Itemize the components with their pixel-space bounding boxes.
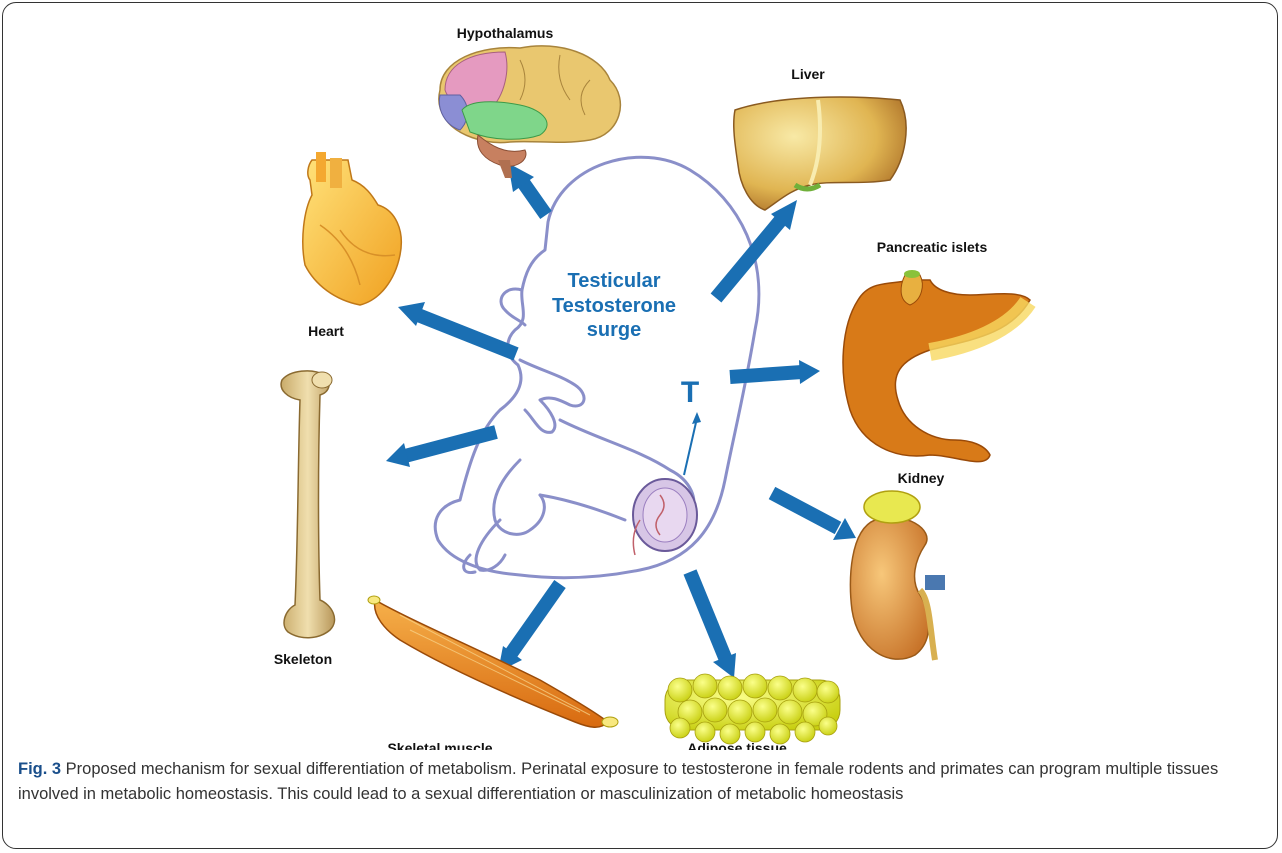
- brain-illustration: [439, 46, 621, 178]
- kidney-illustration: [850, 491, 945, 660]
- label-heart: Heart: [308, 323, 344, 339]
- muscle-illustration: [368, 596, 618, 727]
- liver-illustration: [734, 97, 906, 210]
- center-text-line3: surge: [587, 319, 641, 341]
- label-adipose-tissue: Adipose tissue: [687, 740, 787, 750]
- arrow-to-skeleton: [386, 432, 496, 467]
- arrow-to-heart: [398, 302, 516, 354]
- arrow-to-adipose: [690, 572, 736, 678]
- arrow-to-kidney: [772, 493, 856, 540]
- t-small-arrow: [684, 412, 701, 475]
- figure-number: Fig. 3: [18, 760, 61, 778]
- fetus-illustration: [435, 157, 759, 578]
- label-skeletal-muscle: Skeletal muscle: [387, 740, 492, 750]
- arrow-to-muscle: [498, 584, 560, 672]
- arrows-group: [386, 163, 856, 678]
- label-hypothalamus: Hypothalamus: [457, 25, 554, 41]
- arrow-to-pancreas: [730, 360, 820, 384]
- label-pancreatic-islets: Pancreatic islets: [877, 239, 988, 255]
- arrow-to-liver: [716, 200, 797, 298]
- center-text-line2: Testosterone: [552, 295, 676, 317]
- caption-text: Proposed mechanism for sexual differenti…: [18, 760, 1218, 803]
- arrow-to-hypothalamus: [508, 163, 546, 215]
- diagram: Testicular Testosterone surge T Hypothal…: [0, 0, 1282, 750]
- label-liver: Liver: [791, 66, 825, 82]
- bone-illustration: [281, 371, 334, 638]
- pancreas-illustration: [843, 270, 1030, 462]
- heart-illustration: [303, 152, 401, 305]
- label-kidney: Kidney: [898, 470, 945, 486]
- adipose-illustration: [665, 674, 840, 744]
- testis-illustration: [633, 479, 697, 555]
- figure-caption: Fig. 3 Proposed mechanism for sexual dif…: [18, 757, 1258, 807]
- testosterone-t-label: T: [681, 376, 699, 409]
- center-text-line1: Testicular: [568, 270, 661, 292]
- label-skeleton: Skeleton: [274, 651, 332, 667]
